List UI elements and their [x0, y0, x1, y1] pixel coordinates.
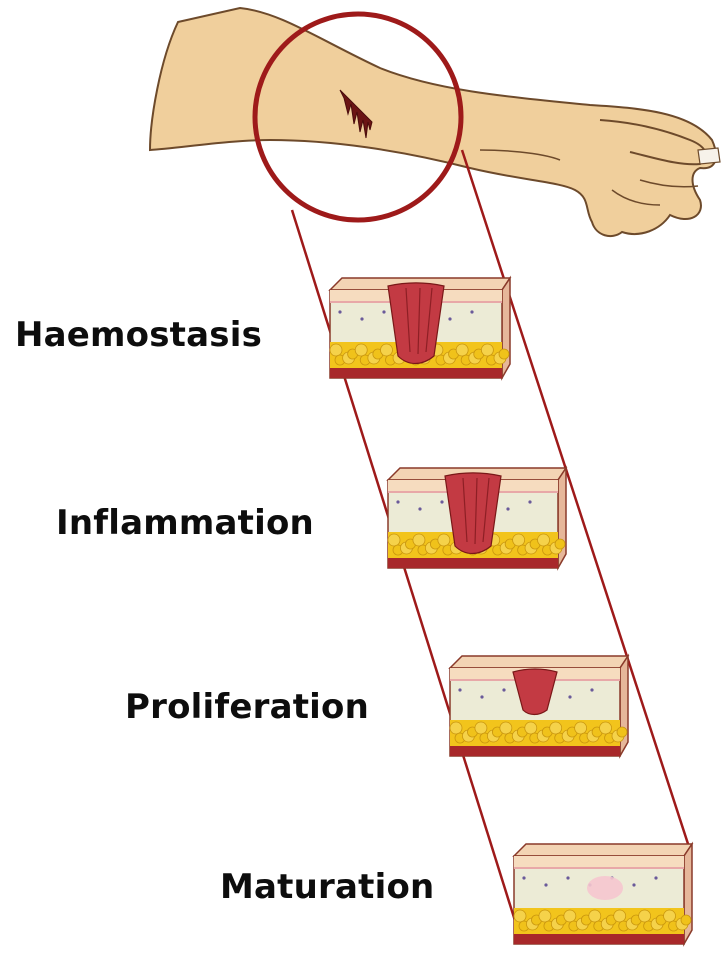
muscle-layer: [514, 934, 684, 944]
fat-cell: [589, 910, 601, 922]
skin-block-haemostasis: [330, 278, 510, 378]
cell-dot: [360, 317, 363, 320]
fat-cell: [525, 722, 537, 734]
fat-cell: [614, 910, 626, 922]
skin-block-maturation: [514, 844, 692, 944]
skin-top-face: [450, 656, 628, 668]
fat-cell: [413, 534, 425, 546]
muscle-layer: [450, 746, 620, 756]
stage-label-proliferation: Proliferation: [125, 690, 369, 724]
fat-cell: [514, 910, 526, 922]
fat-cell: [456, 344, 468, 356]
fat-cell: [555, 539, 565, 549]
cell-dot: [528, 500, 531, 503]
fat-cell: [475, 722, 487, 734]
fat-cell: [538, 534, 550, 546]
cell-dot: [458, 688, 461, 691]
cell-dot: [654, 876, 657, 879]
fat-cell: [380, 344, 392, 356]
fat-cell: [664, 910, 676, 922]
fat-cell: [639, 910, 651, 922]
skin-top-face: [514, 844, 692, 856]
muscle-layer: [388, 558, 558, 568]
fat-cell: [575, 722, 587, 734]
skin-block-proliferation: [450, 656, 628, 756]
fat-cell: [539, 910, 551, 922]
arm: [150, 8, 716, 236]
cell-dot: [632, 883, 635, 886]
fat-cell: [438, 534, 450, 546]
muscle-layer: [330, 368, 502, 378]
cell-dot: [382, 310, 385, 313]
fat-cell: [513, 534, 525, 546]
fat-cell: [617, 727, 627, 737]
fat-cell: [330, 344, 342, 356]
fat-cell: [564, 910, 576, 922]
fat-cell: [600, 722, 612, 734]
cell-dot: [566, 876, 569, 879]
epidermis-layer: [514, 856, 684, 868]
cell-dot: [506, 507, 509, 510]
skin-block-inflammation: [388, 468, 566, 568]
cell-dot: [590, 688, 593, 691]
stage-label-maturation: Maturation: [220, 870, 434, 904]
cell-dot: [418, 507, 421, 510]
scar-tissue: [587, 876, 623, 900]
cell-dot: [338, 310, 341, 313]
cell-dot: [396, 500, 399, 503]
fat-cell: [681, 915, 691, 925]
fingernail: [698, 148, 720, 164]
fat-cell: [481, 344, 493, 356]
fat-cell: [499, 349, 509, 359]
cell-dot: [470, 310, 473, 313]
cell-dot: [440, 500, 443, 503]
arm-illustration: [150, 8, 720, 236]
cell-dot: [568, 695, 571, 698]
fat-cell: [500, 722, 512, 734]
fat-cell: [550, 722, 562, 734]
stage-label-inflammation: Inflammation: [56, 506, 314, 540]
cell-dot: [544, 883, 547, 886]
cell-dot: [522, 876, 525, 879]
cell-dot: [502, 688, 505, 691]
cell-dot: [448, 317, 451, 320]
fat-cell: [355, 344, 367, 356]
fat-cell: [388, 534, 400, 546]
cell-dot: [480, 695, 483, 698]
stage-label-haemostasis: Haemostasis: [15, 318, 262, 352]
fat-cell: [450, 722, 462, 734]
